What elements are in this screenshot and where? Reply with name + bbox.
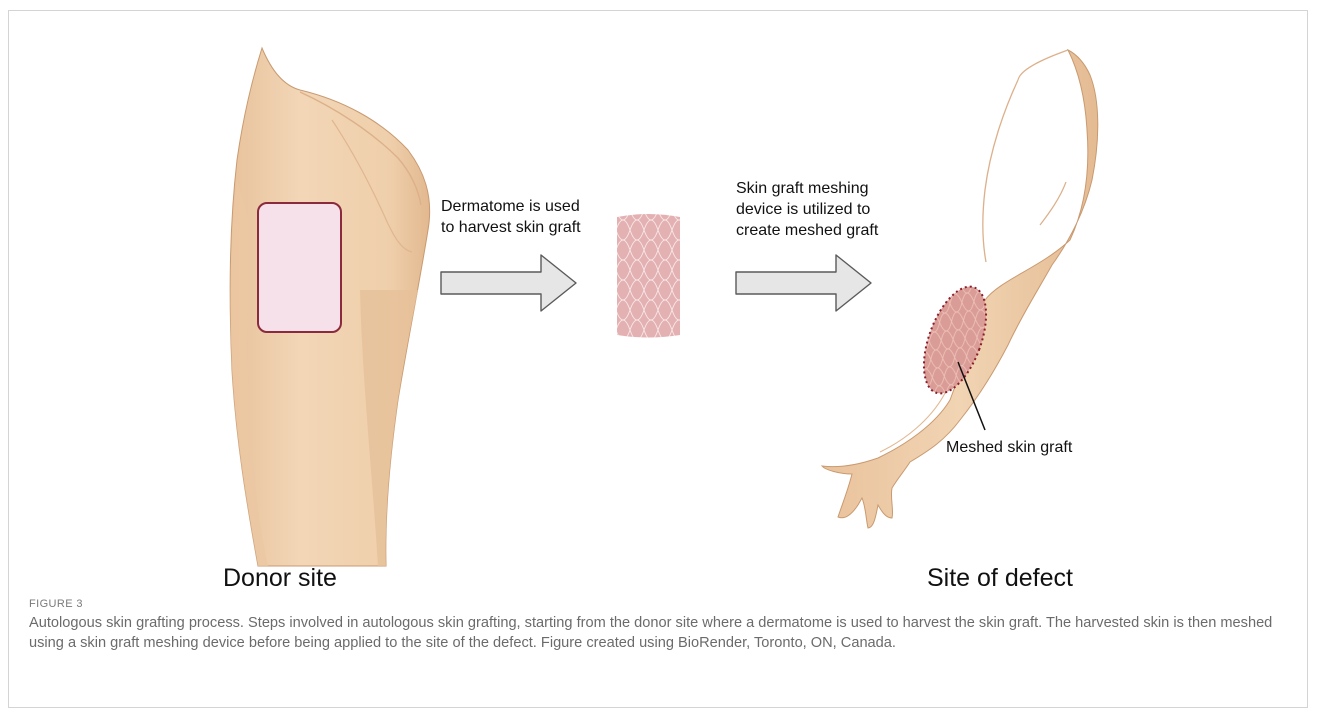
step1-line-1: Dermatome is used [441, 196, 581, 217]
step-arrow-2 [736, 255, 871, 311]
step2-line-2: device is utilized to [736, 199, 878, 220]
step1-line-2: to harvest skin graft [441, 217, 581, 238]
step-arrow-1 [441, 255, 576, 311]
step2-line-3: create meshed graft [736, 220, 878, 241]
step2-line-1: Skin graft meshing [736, 178, 878, 199]
defect-site-label: Site of defect [927, 564, 1073, 593]
harvested-skin-graft [617, 214, 680, 338]
donor-harvest-area [258, 203, 341, 332]
figure-number: FIGURE 3 [29, 598, 1289, 610]
caption-text: Autologous skin grafting process. Steps … [29, 613, 1289, 653]
step1-label: Dermatome is used to harvest skin graft [441, 196, 581, 238]
meshed-graft-label: Meshed skin graft [946, 437, 1072, 458]
donor-site-label: Donor site [223, 564, 337, 593]
step2-label: Skin graft meshing device is utilized to… [736, 178, 878, 241]
figure-caption: FIGURE 3 Autologous skin grafting proces… [29, 598, 1289, 653]
